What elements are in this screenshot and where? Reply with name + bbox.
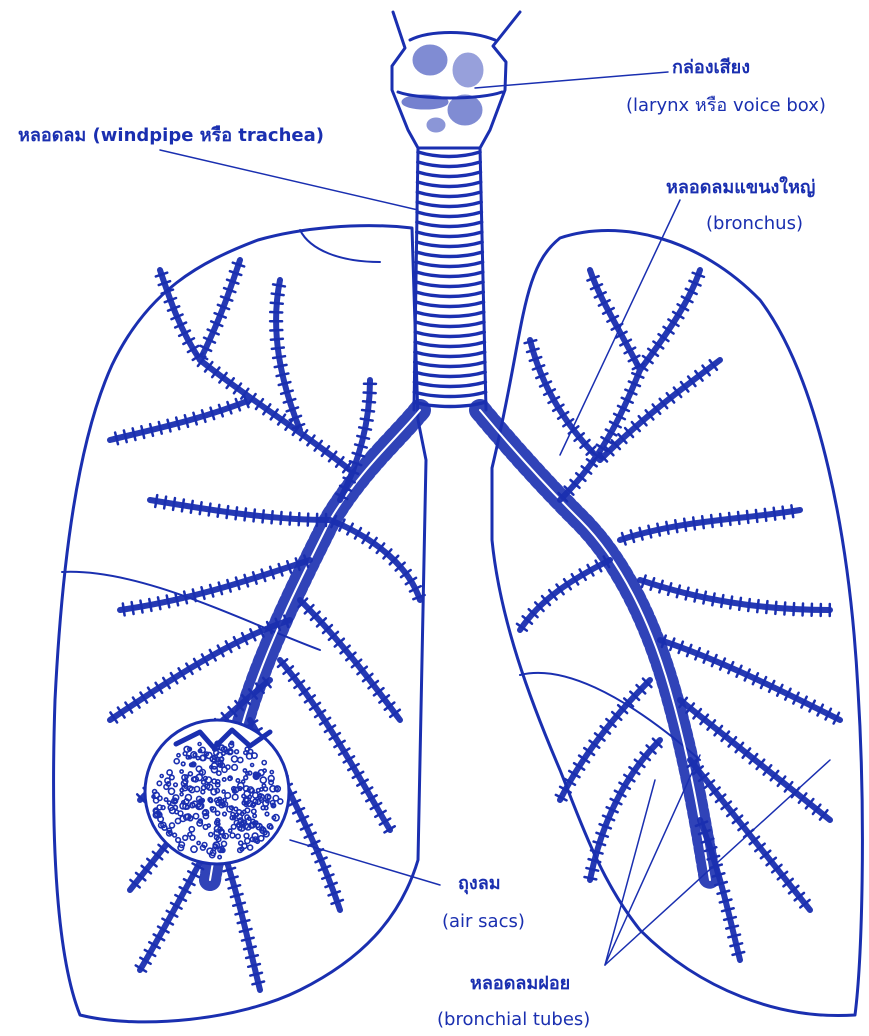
larynx-shape — [392, 12, 520, 148]
bronchus-english-label: (bronchus) — [706, 212, 803, 236]
larynx-label: กล่องเสียง — [672, 56, 750, 80]
trachea-label: หลอดลม (windpipe หรือ trachea) — [18, 124, 324, 148]
bronchial-tubes-label: หลอดลมฝอย — [470, 972, 570, 996]
bronchus-label: หลอดลมแขนงใหญ่ — [666, 176, 815, 200]
larynx-english-label: (larynx หรือ voice box) — [626, 94, 826, 118]
trachea-shape — [414, 148, 486, 410]
air-sacs-label: ถุงลม — [458, 872, 501, 896]
left-lung-outline — [492, 231, 862, 1016]
bronchial-tubes-english-label: (bronchial tubes) — [437, 1008, 590, 1032]
air-sacs-english-label: (air sacs) — [442, 910, 525, 934]
air-sac-magnified-circle — [145, 720, 289, 864]
